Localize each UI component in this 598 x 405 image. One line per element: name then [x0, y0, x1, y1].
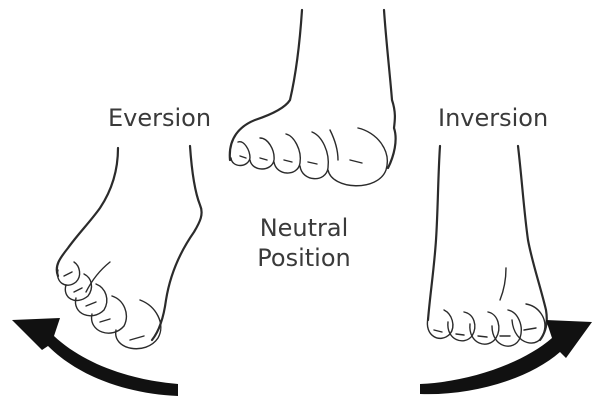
inversion-label: Inversion: [438, 103, 548, 133]
neutral-foot: [230, 10, 396, 186]
everted-foot: [57, 146, 202, 349]
eversion-arrow: [12, 318, 178, 396]
neutral-label-line2: Position: [240, 243, 368, 273]
eversion-label: Eversion: [108, 103, 211, 133]
neutral-position-label: Neutral Position: [240, 213, 368, 273]
inversion-arrow: [420, 320, 592, 394]
inverted-foot: [427, 146, 546, 346]
neutral-label-line1: Neutral: [240, 213, 368, 243]
